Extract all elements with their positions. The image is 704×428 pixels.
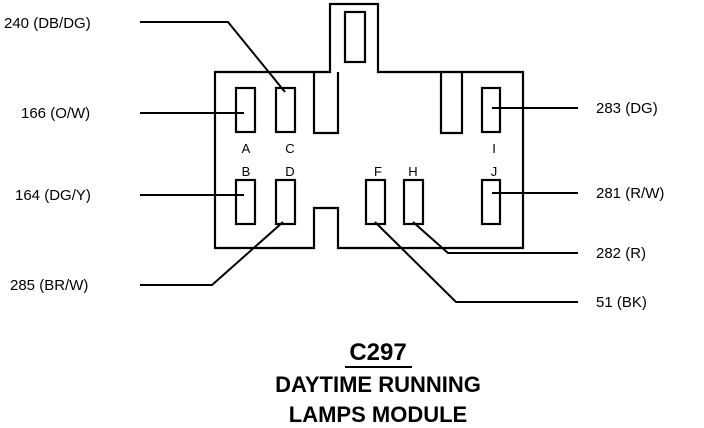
cavity-f — [364, 178, 387, 226]
leader-line-d — [140, 221, 284, 286]
title-line-1: DAYTIME RUNNING — [275, 372, 481, 397]
wire-label-166: 166 (O/W) — [21, 105, 90, 122]
title-line-2: LAMPS MODULE — [289, 402, 467, 427]
wire-label-240: 240 (DB/DG) — [4, 15, 91, 32]
pin-label-h: H — [408, 164, 417, 179]
cavity-b — [234, 178, 257, 226]
pin-label-c: C — [285, 141, 294, 156]
wire-label-283: 283 (DG) — [596, 100, 658, 117]
cavity-d — [274, 178, 297, 226]
connector-housing — [213, 2, 525, 250]
wire-label-281: 281 (R/W) — [596, 185, 664, 202]
pin-label-d: D — [285, 164, 294, 179]
leader-line-h — [412, 221, 578, 254]
wire-label-285: 285 (BR/W) — [10, 277, 88, 294]
pin-label-f: F — [374, 164, 382, 179]
cavity-c — [274, 86, 297, 134]
wire-label-282: 282 (R) — [596, 245, 646, 262]
cavity-j — [480, 178, 502, 226]
cavity-a — [234, 86, 257, 134]
pin-label-a: A — [242, 141, 251, 156]
connector-id: C297 — [349, 339, 406, 366]
locking-tab-slot — [343, 10, 367, 64]
wire-label-51: 51 (BK) — [596, 294, 647, 311]
leader-line-c — [140, 21, 286, 93]
wire-label-164: 164 (DG/Y) — [15, 187, 91, 204]
leader-line-f — [374, 221, 578, 303]
pin-label-b: B — [242, 164, 251, 179]
cavity-h — [402, 178, 425, 226]
pin-label-i: I — [492, 141, 496, 156]
cavity-i — [480, 86, 502, 134]
pin-label-j: J — [491, 164, 498, 179]
